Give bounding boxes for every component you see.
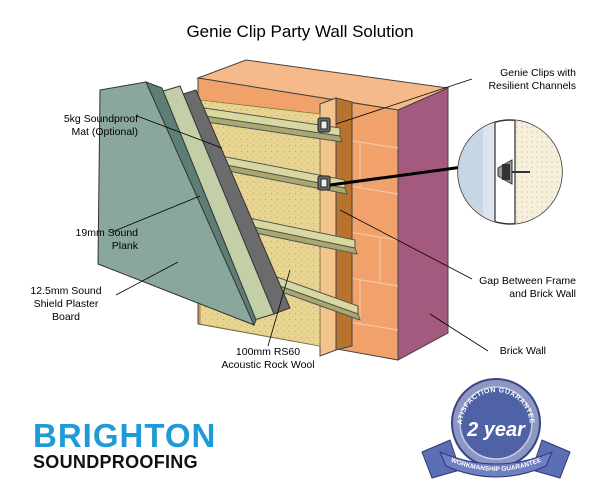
brick-wall-side <box>397 87 449 361</box>
timber-stud-right-side <box>335 97 353 351</box>
clip-detail-circle <box>457 119 563 225</box>
diagram-title: Genie Clip Party Wall Solution <box>186 22 414 41</box>
label-gap: Gap Between Frame and Brick Wall <box>450 275 576 301</box>
label-genie-clips: Genie Clips with Resilient Channels <box>450 67 576 93</box>
label-soundproof-mat-line1: 5kg Soundproof <box>63 113 138 125</box>
label-plaster-board-line1: 12.5mm Sound <box>30 285 102 297</box>
label-plaster-board: 12.5mm Sound Shield Plaster Board <box>18 285 114 324</box>
label-rock-wool-line2: Acoustic Rock Wool <box>221 359 315 371</box>
label-soundproof-mat: 5kg Soundproof Mat (Optional) <box>42 113 138 139</box>
label-gap-line2: and Brick Wall <box>509 288 576 300</box>
label-genie-clips-line2: Resilient Channels <box>488 80 576 92</box>
label-plaster-board-line3: Board <box>51 311 81 323</box>
detail-connector <box>329 164 471 187</box>
label-rock-wool-line1: 100mm RS60 <box>235 346 301 358</box>
guarantee-badge <box>421 378 571 479</box>
label-sound-plank-line2: Plank <box>111 240 138 252</box>
leader-lines <box>111 78 489 352</box>
label-sound-plank: 19mm Sound Plank <box>42 227 138 253</box>
brand-logo-soundproofing: SOUNDPROOFING <box>33 452 198 472</box>
label-soundproof-mat-line2: Mat (Optional) <box>71 126 138 138</box>
label-plaster-board-line2: Shield Plaster <box>33 298 99 310</box>
label-sound-plank-line1: 19mm Sound <box>75 227 138 239</box>
genie-clips <box>317 117 331 191</box>
label-gap-line1: Gap Between Frame <box>479 275 576 287</box>
brand-logo-brighton: BRIGHTON <box>33 417 217 454</box>
plaster-board-edge <box>145 81 257 327</box>
label-genie-clips-line1: Genie Clips with <box>500 67 576 79</box>
label-brick-wall: Brick Wall <box>499 345 546 357</box>
label-rock-wool: 100mm RS60 Acoustic Rock Wool <box>188 346 348 372</box>
